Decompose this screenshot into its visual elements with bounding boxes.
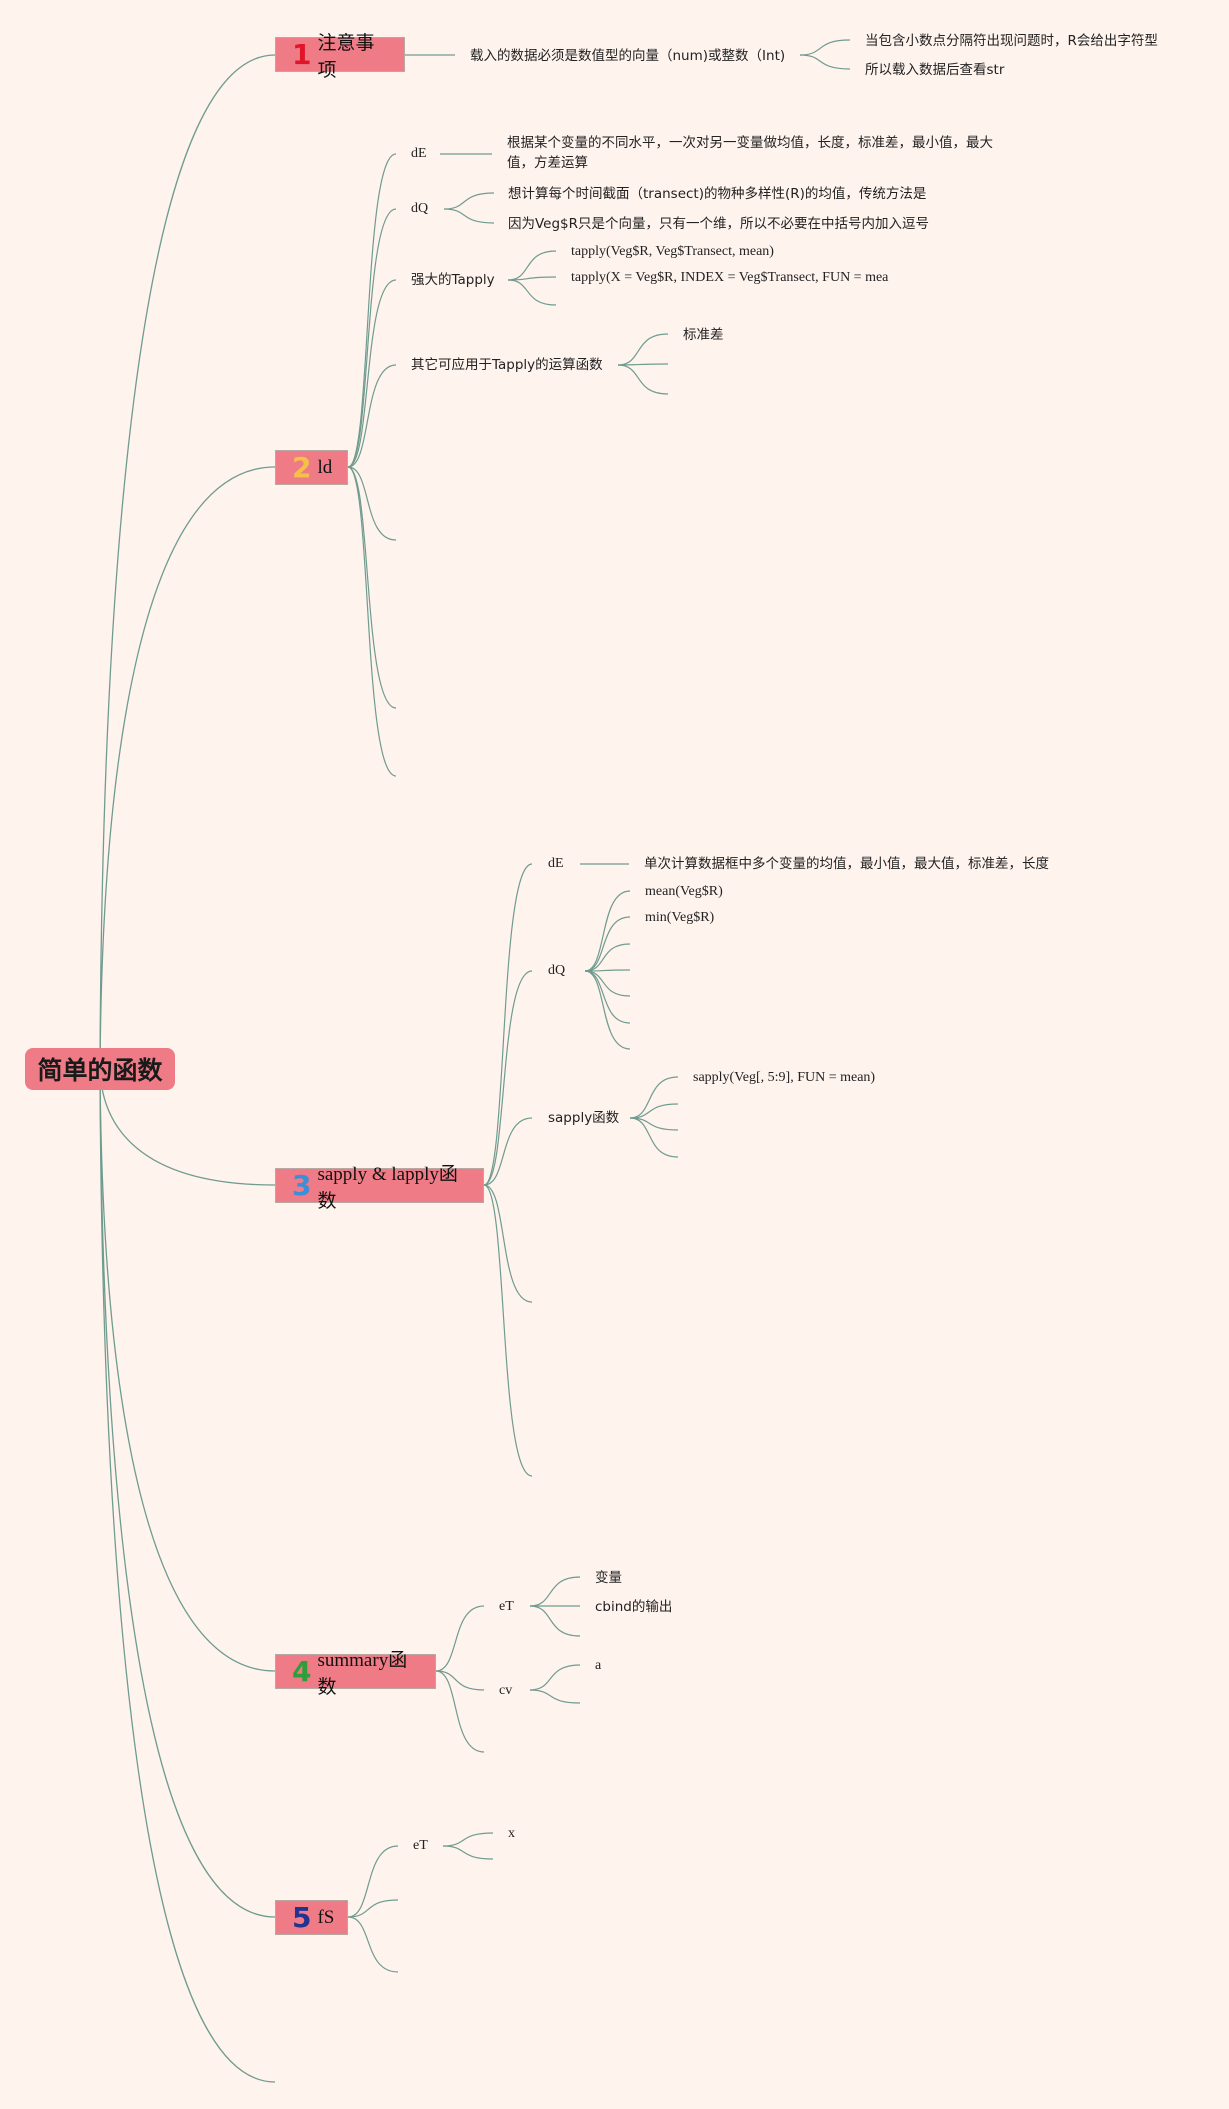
t4-et-item-1[interactable]: 变量 <box>595 1570 622 1586</box>
t2-dq-item-2[interactable]: 因为Veg$R只是个向量，只有一个维，所以不必要在中括号内加入逗号 <box>508 216 930 232</box>
connector <box>99 1068 276 2083</box>
connector <box>347 279 397 468</box>
t1-leaf-2[interactable]: 所以载入数据后查看str <box>865 62 1005 78</box>
topic-2-number-badge: 2 <box>292 450 312 484</box>
t2-other-item-1[interactable]: 标准差 <box>683 327 724 343</box>
connector <box>99 1068 276 1672</box>
topic-1[interactable]: 1 注意事项 <box>275 33 405 81</box>
t1-child[interactable]: 载入的数据必须是数值型的向量（num)或整数（Int) <box>470 48 786 64</box>
connector <box>507 279 557 306</box>
t2-other-label[interactable]: 其它可应用于Tapply的运算函数 <box>411 357 603 373</box>
connector <box>529 1605 581 1637</box>
connector <box>629 1103 679 1119</box>
root-topic[interactable]: 简单的函数 <box>25 1048 175 1090</box>
topic-5[interactable]: 5 fS <box>275 1900 348 1935</box>
t2-tapply-item-1[interactable]: tapply(Veg$R, Veg$Transect, mean) <box>571 244 774 259</box>
connector <box>629 1117 679 1158</box>
t5-et-label[interactable]: eT <box>413 1838 428 1853</box>
t3-dq-item-2[interactable]: min(Veg$R) <box>645 910 715 925</box>
topic-3-number-badge: 3 <box>292 1168 312 1202</box>
t3-dq-item-1[interactable]: mean(Veg$R) <box>645 884 723 899</box>
t5-et-item-1[interactable]: x <box>508 1826 515 1841</box>
topic-3[interactable]: 3 sapply & lapply函数 <box>275 1164 484 1212</box>
t2-dq-item-1[interactable]: 想计算每个时间截面（transect)的物种多样性(R)的均值，传统方法是 <box>508 186 927 202</box>
connector <box>584 890 631 972</box>
t4-et-label[interactable]: eT <box>499 1599 514 1614</box>
topic-3-label: sapply & lapply函数 <box>317 1163 458 1212</box>
topic-5-label: fS <box>317 1906 335 1928</box>
t4-cv-item-1[interactable]: a <box>595 1658 602 1673</box>
connector <box>584 943 631 972</box>
connector <box>529 1664 581 1691</box>
connector <box>629 1076 679 1119</box>
connector <box>529 1576 581 1607</box>
topic-5-number-badge: 5 <box>292 1900 312 1934</box>
topic-4[interactable]: 4 summary函数 <box>275 1650 436 1698</box>
t1-leaf-1[interactable]: 当包含小数点分隔符出现问题时，R会给出字符型 <box>865 33 1158 49</box>
connector <box>483 970 533 1186</box>
connector <box>347 466 397 541</box>
connector <box>442 1832 494 1847</box>
root-label: 简单的函数 <box>37 1056 163 1085</box>
connector <box>347 1845 399 1918</box>
connector <box>617 364 669 395</box>
t4-cv-label[interactable]: cv <box>499 1683 513 1698</box>
topic-4-number-badge: 4 <box>292 1654 312 1688</box>
connector <box>442 1845 494 1860</box>
connector <box>347 1916 399 1973</box>
t3-de-text[interactable]: 单次计算数据框中多个变量的均值，最小值，最大值，标准差，长度 <box>644 856 1049 872</box>
connector <box>347 153 397 468</box>
t2-tapply-item-2[interactable]: tapply(X = Veg$R, INDEX = Veg$Transect, … <box>571 270 889 285</box>
connector <box>347 208 397 468</box>
t3-sapply-label[interactable]: sapply函数 <box>548 1110 620 1126</box>
connector <box>529 1689 581 1704</box>
connector <box>99 466 276 1070</box>
connector <box>435 1670 485 1691</box>
connector <box>483 1184 533 1303</box>
connector <box>507 250 557 281</box>
t3-dq-label[interactable]: dQ <box>548 963 566 978</box>
connector <box>507 276 557 281</box>
connector <box>483 1117 533 1186</box>
connector <box>483 1184 533 1477</box>
connector <box>435 1605 485 1672</box>
connector <box>443 192 495 210</box>
connector <box>584 970 631 1050</box>
topic-2-label: ld <box>317 456 333 478</box>
topic-2[interactable]: 2 ld <box>275 450 348 485</box>
t2-dq-label[interactable]: dQ <box>411 201 429 216</box>
t2-tapply-label[interactable]: 强大的Tapply <box>411 272 495 288</box>
connector <box>347 466 397 777</box>
connector <box>99 1068 276 1918</box>
t3-sapply-item-1[interactable]: sapply(Veg[, 5:9], FUN = mean) <box>693 1070 876 1085</box>
connector <box>483 863 533 1186</box>
connector <box>435 1670 485 1753</box>
connector <box>617 333 669 366</box>
t2-de-text[interactable]: 根据某个变量的不同水平，一次对另一变量做均值，长度，标准差，最小值，最大值，方差… <box>507 135 993 171</box>
connector <box>347 466 397 709</box>
connector <box>584 916 631 972</box>
connector <box>443 208 495 224</box>
connector <box>799 54 851 70</box>
connector <box>347 1899 399 1918</box>
topic-4-label: summary函数 <box>317 1649 408 1698</box>
t2-de-label[interactable]: dE <box>411 146 427 161</box>
connector <box>799 39 851 56</box>
topic-1-number-badge: 1 <box>292 37 312 71</box>
topic-1-label: 注意事项 <box>317 32 375 81</box>
t3-de-label[interactable]: dE <box>548 856 564 871</box>
connector <box>347 364 397 468</box>
connector <box>99 54 276 1070</box>
connector <box>617 363 669 366</box>
t4-et-item-2[interactable]: cbind的输出 <box>595 1599 673 1615</box>
connector <box>99 1068 276 1186</box>
connector <box>584 970 631 1024</box>
